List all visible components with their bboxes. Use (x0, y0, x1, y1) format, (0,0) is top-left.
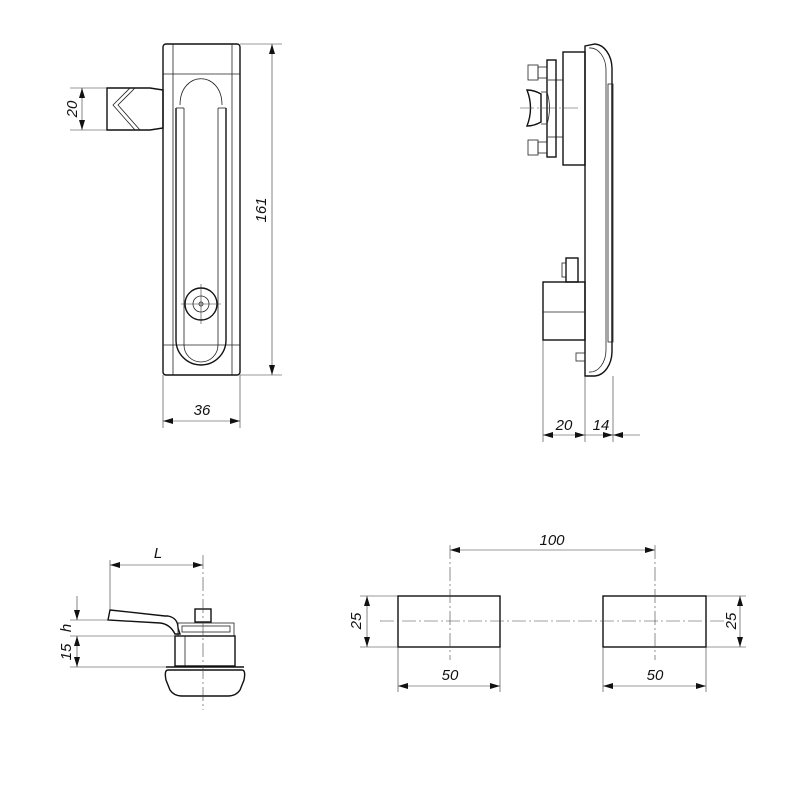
side-view: 20 14 (520, 43, 640, 442)
top-view-lever: L h 15 (58, 545, 246, 710)
side-lever (106, 87, 164, 131)
dim-depth-front: 14 (593, 417, 610, 434)
dim-height: 161 (253, 197, 270, 222)
dim-depth-back: 20 (555, 417, 573, 434)
front-view: 20 161 36 (64, 43, 282, 428)
panel-cutout: 100 25 25 50 50 (348, 532, 746, 692)
dim-width: 36 (194, 402, 211, 419)
dim-offset: 15 (58, 643, 75, 660)
dim-lever-length: L (154, 545, 162, 562)
dim-left-height: 25 (348, 612, 365, 630)
dim-spacing: 100 (539, 532, 565, 549)
dim-right-height: 25 (723, 612, 740, 630)
dim-lever-height-h: h (58, 624, 75, 632)
dim-lever-height: 20 (64, 100, 81, 118)
dim-left-width: 50 (442, 667, 459, 684)
dim-right-width: 50 (647, 667, 664, 684)
lock-cylinder (181, 284, 221, 324)
